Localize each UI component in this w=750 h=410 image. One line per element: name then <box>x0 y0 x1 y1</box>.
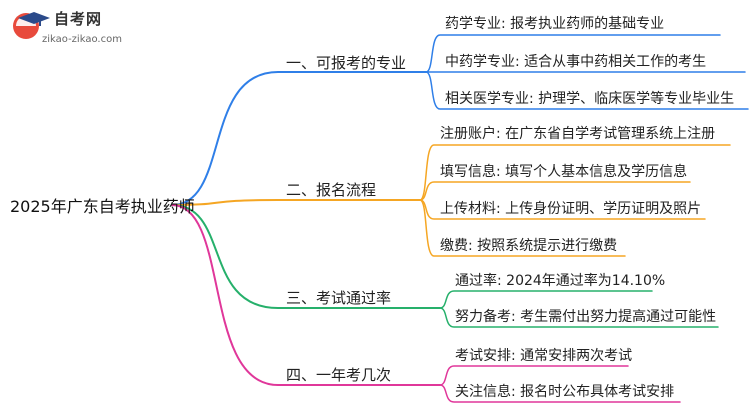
leaf-chinese-pharmacy-major: 中药学专业: 适合从事中药相关工作的考生 <box>445 54 707 70</box>
leaf-watch-announcements: 关注信息: 报名时公布具体考试安排 <box>455 384 675 400</box>
branch-allowed-majors: 一、可报考的专业 <box>286 54 407 72</box>
branch-connector <box>171 71 427 206</box>
leaf-connector <box>419 144 731 201</box>
branch-connector <box>171 199 421 206</box>
leaf-exam-schedule: 考试安排: 通常安排两次考试 <box>455 348 633 364</box>
leaf-connector <box>419 199 626 257</box>
logo-name: 自考网 <box>54 10 103 28</box>
leaf-upload-materials: 上传材料: 上传身份证明、学历证明及照片 <box>440 201 702 217</box>
graduation-cap-icon <box>13 12 50 39</box>
leaf-pass-rate: 通过率: 2024年通过率为14.10% <box>455 273 666 289</box>
leaf-connector <box>425 34 721 73</box>
leaf-connector <box>419 181 691 201</box>
branch-exams-per-year: 四、一年考几次 <box>286 366 392 384</box>
leaf-connector <box>425 71 749 110</box>
branch-connector <box>171 204 441 386</box>
site-logo: 自考网 zikao-zikao.com <box>10 6 160 54</box>
leaf-pharmacy-major: 药学专业: 报考执业药师的基础专业 <box>445 16 665 32</box>
leaf-prepare-hard: 努力备考: 考生需付出努力提高通过可能性 <box>455 309 717 325</box>
leaf-connector <box>439 290 653 309</box>
branch-pass-rate: 三、考试通过率 <box>286 289 392 307</box>
leaf-related-medical-major: 相关医学专业: 护理学、临床医学等专业毕业生 <box>445 91 735 107</box>
leaf-connector <box>439 307 719 328</box>
leaf-payment: 缴费: 按照系统提示进行缴费 <box>440 238 618 254</box>
leaf-fill-info: 填写信息: 填写个人基本信息及学历信息 <box>440 164 688 180</box>
root-node: 2025年广东自考执业药师 <box>10 197 195 216</box>
branch-registration-process: 二、报名流程 <box>286 181 377 199</box>
logo-url: zikao-zikao.com <box>42 34 122 45</box>
leaf-connector <box>439 365 629 386</box>
leaf-connector <box>439 384 681 403</box>
branch-connector <box>171 204 441 309</box>
leaf-register-account: 注册账户: 在广东省自学考试管理系统上注册 <box>440 126 716 142</box>
